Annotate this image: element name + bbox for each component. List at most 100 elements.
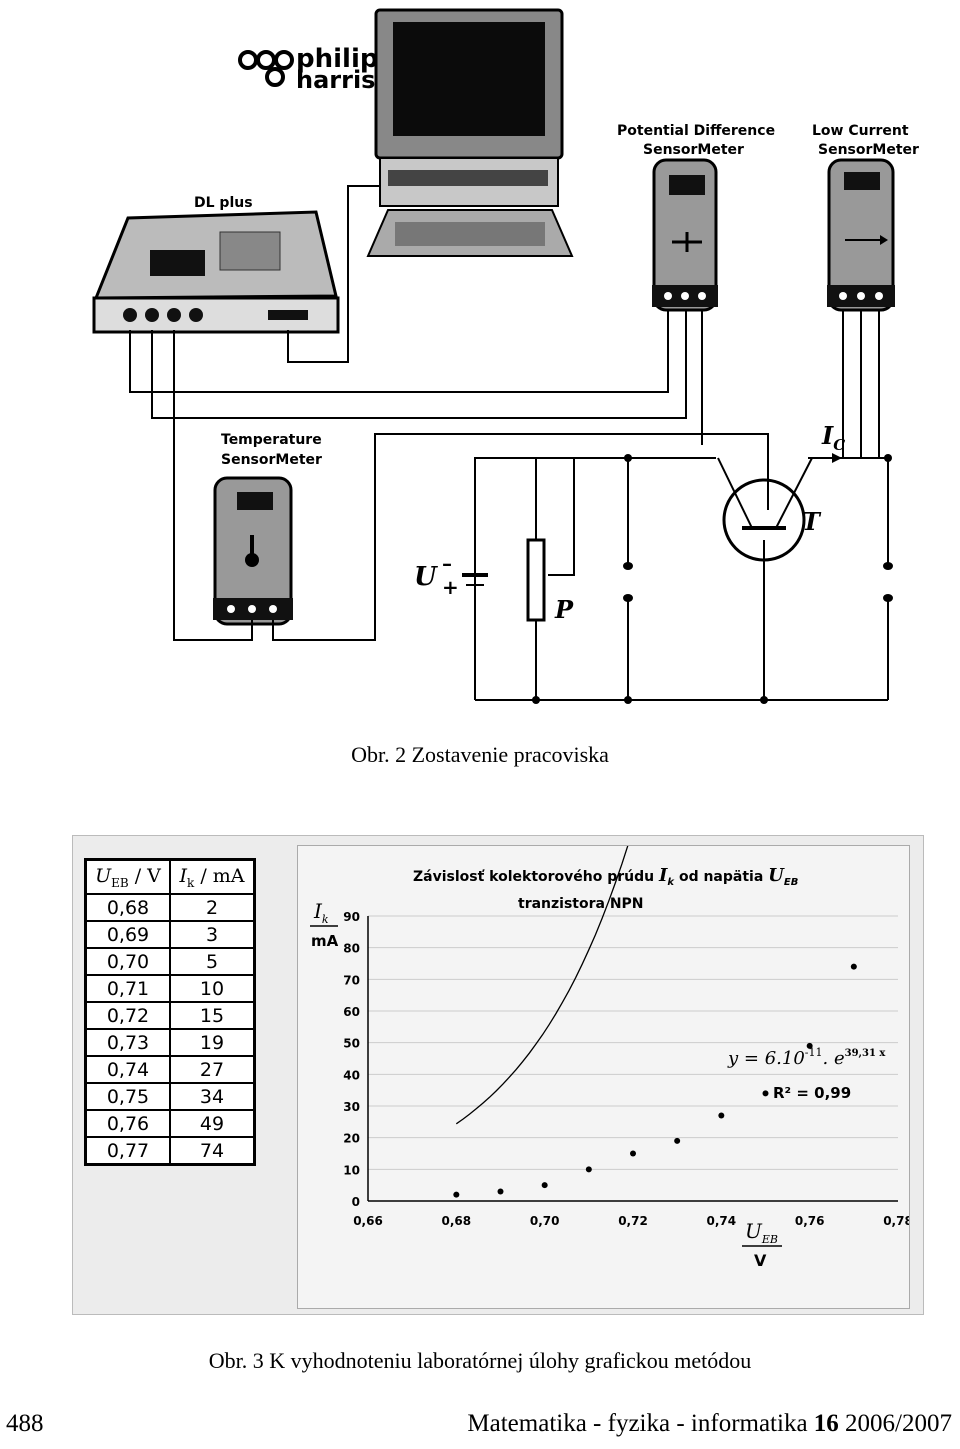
- pd-sensor-label-line2: SensorMeter: [643, 142, 744, 158]
- table-cell: 0,69: [84, 920, 171, 949]
- figure-3-caption: Obr. 3 K vyhodnoteniu laboratórnej úlohy…: [208, 1348, 752, 1373]
- data-point: [453, 1191, 460, 1198]
- svg-text:Ik: Ik: [313, 899, 329, 926]
- transistor-label: T: [802, 507, 822, 536]
- y-tick-label: 0: [352, 1195, 360, 1209]
- circuit-diagram: [462, 457, 889, 701]
- temp-sensor-label-line2: SensorMeter: [221, 452, 322, 468]
- svg-text:harris: harris: [296, 66, 375, 94]
- x-tick-label: 0,72: [618, 1214, 648, 1228]
- data-point: [762, 1090, 769, 1097]
- y-tick-label: 20: [343, 1132, 360, 1146]
- computer-monitor: [366, 8, 574, 257]
- table-cell: 0,77: [84, 1136, 171, 1166]
- table-cell: 2: [169, 893, 256, 922]
- table-cell: 0,73: [84, 1028, 171, 1057]
- table-cell: 27: [169, 1055, 256, 1084]
- column-header-ik: Ik / mA: [169, 858, 256, 895]
- data-point: [674, 1137, 681, 1144]
- plus-sign: +: [442, 575, 459, 599]
- apparatus-figure: philip harris DL plus Potential Differen…: [92, 8, 919, 704]
- lc-sensor-label-line2: SensorMeter: [818, 142, 919, 158]
- table-cell: 3: [169, 920, 256, 949]
- x-tick-label: 0,76: [795, 1214, 825, 1228]
- column-header-ueb: UEB / V: [84, 858, 171, 895]
- philip-harris-logo: philip harris: [238, 44, 378, 94]
- temperature-sensor: [213, 476, 293, 626]
- pd-sensor-label-line1: Potential Difference: [617, 123, 775, 139]
- data-point: [630, 1150, 636, 1157]
- svg-text:UEB: UEB: [745, 1219, 778, 1246]
- page-number: 488: [6, 1410, 44, 1437]
- journal-footer: Matematika - fyzika - informatika 16 200…: [467, 1410, 952, 1437]
- minus-sign: –: [442, 551, 452, 575]
- table-cell: 49: [169, 1109, 256, 1138]
- table-cell: 15: [169, 1001, 256, 1030]
- data-point: [541, 1182, 548, 1189]
- table-cell: 34: [169, 1082, 256, 1111]
- x-axis-title: UEB V: [742, 1219, 782, 1270]
- table-cell: 19: [169, 1028, 256, 1057]
- dl-plus-datalogger: [92, 210, 340, 334]
- circuit-terminals: [532, 453, 893, 704]
- table-header-row: UEB / V Ik / mA: [84, 858, 256, 895]
- dl-plus-label: DL plus: [194, 195, 253, 211]
- y-axis-title: Ik mA: [310, 899, 339, 950]
- collector-current-label: IC: [821, 421, 845, 454]
- table-cell: 0,70: [84, 947, 171, 976]
- table-cell: 74: [169, 1136, 256, 1166]
- exponential-chart: Závislosť kolektorového prúdu Ik od napä…: [310, 0, 913, 1270]
- data-point: [718, 1112, 725, 1119]
- table-cell: 0,72: [84, 1001, 171, 1030]
- y-tick-label: 70: [343, 973, 360, 987]
- chart-subtitle: tranzistora NPN: [518, 896, 644, 912]
- svg-text:philip: philip: [296, 44, 378, 74]
- figure-2-caption: Obr. 2 Zostavenie pracoviska: [351, 742, 609, 767]
- temp-sensor-label-line1: Temperature: [221, 432, 322, 448]
- data-point: [850, 963, 857, 970]
- x-tick-label: 0,66: [353, 1214, 383, 1228]
- y-tick-label: 90: [343, 910, 360, 924]
- lc-sensor-label-line1: Low Current: [812, 123, 909, 139]
- y-tick-label: 80: [343, 942, 360, 956]
- cables: [129, 185, 880, 641]
- r-squared-label: R² = 0,99: [773, 1084, 851, 1102]
- potential-difference-sensor: [652, 158, 718, 312]
- svg-text:V: V: [754, 1251, 767, 1270]
- y-tick-label: 60: [343, 1005, 360, 1019]
- trendline: [455, 0, 766, 1125]
- data-point: [806, 1042, 813, 1049]
- data-point: [497, 1188, 504, 1195]
- y-tick-label: 40: [343, 1068, 360, 1082]
- table-cell: 0,75: [84, 1082, 171, 1111]
- chart-area: Závislosť kolektorového prúdu Ik od napä…: [297, 0, 913, 1309]
- low-current-sensor: [827, 158, 895, 312]
- volume-number: 16: [813, 1410, 839, 1437]
- table-cell: 0,68: [84, 893, 171, 922]
- x-tick-label: 0,78: [883, 1214, 909, 1228]
- svg-text:mA: mA: [311, 932, 339, 950]
- table-cell: 0,74: [84, 1055, 171, 1084]
- potentiometer-label: P: [554, 595, 574, 624]
- chart-title: Závislosť kolektorového prúdu Ik od napä…: [413, 865, 798, 888]
- trend-equation: y = 6.10-11. e39,31 x: [727, 1046, 886, 1069]
- x-tick-label: 0,70: [530, 1214, 560, 1228]
- x-tick-label: 0,74: [707, 1214, 737, 1228]
- voltage-label: U: [414, 562, 438, 592]
- data-point: [585, 1166, 592, 1173]
- table-cell: 5: [169, 947, 256, 976]
- table-cell: 0,76: [84, 1109, 171, 1138]
- y-tick-label: 50: [343, 1037, 360, 1051]
- y-tick-label: 30: [343, 1100, 360, 1114]
- table-cell: 0,71: [84, 974, 171, 1003]
